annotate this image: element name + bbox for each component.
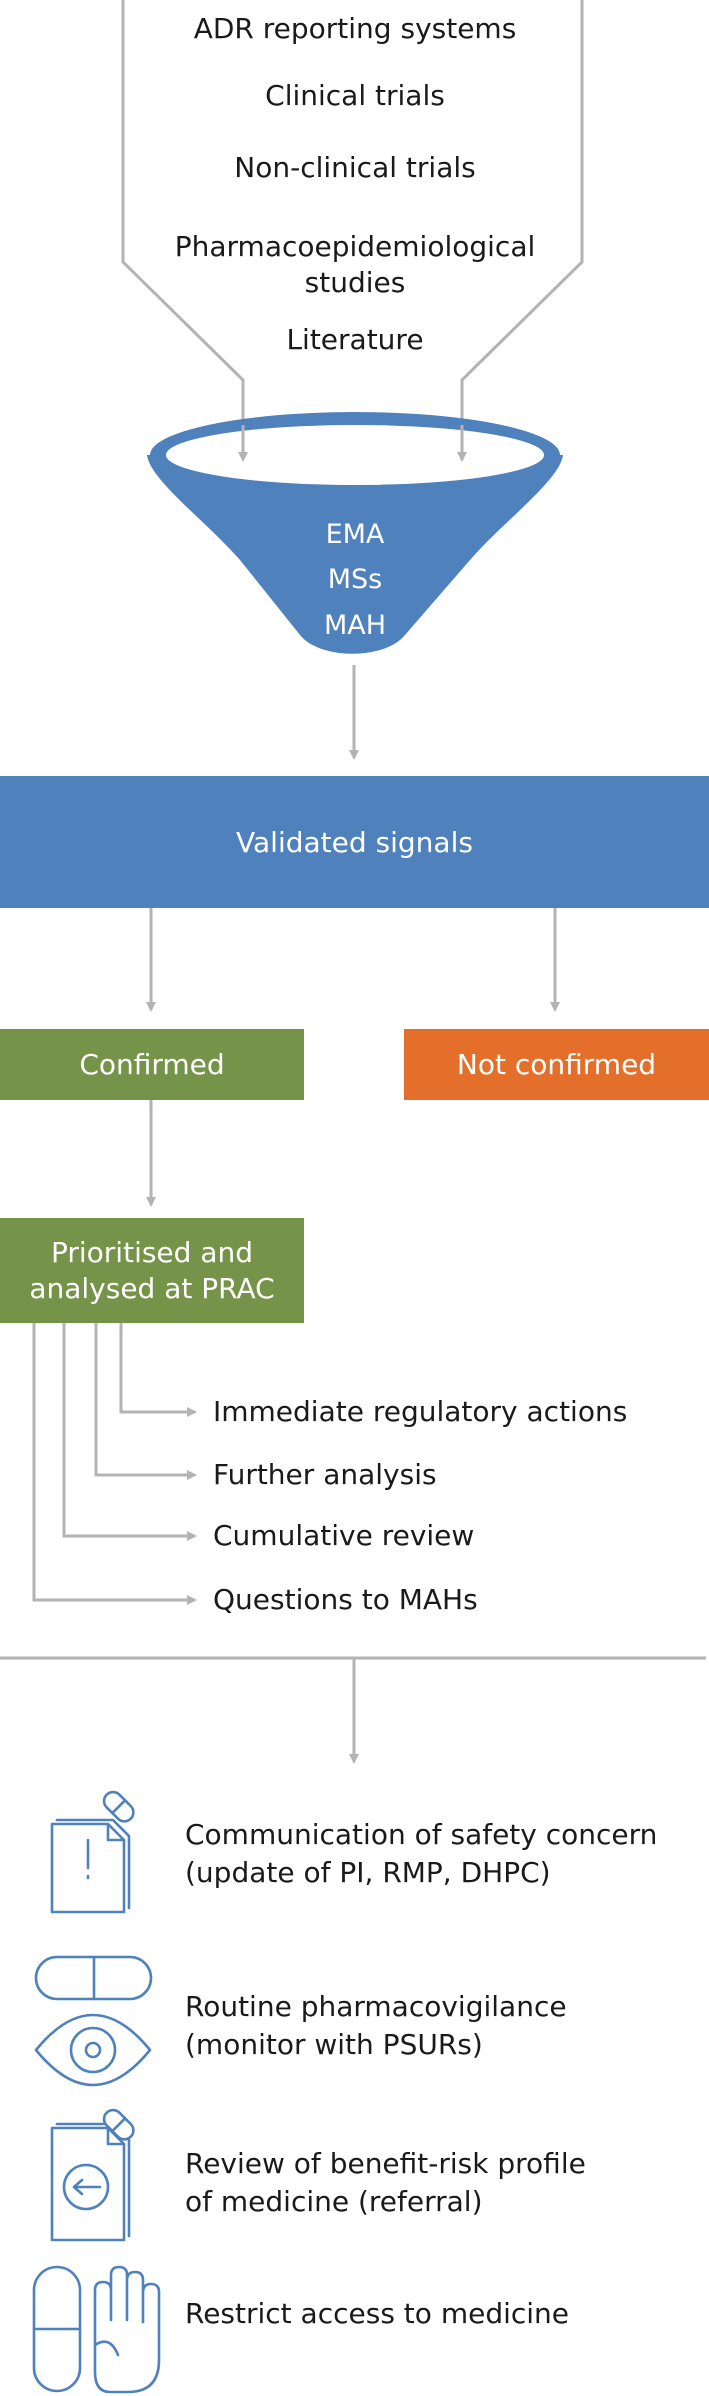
validated-signals-label: Validated signals <box>236 825 473 859</box>
document-referral-pill-icon <box>50 2108 135 2242</box>
source-non-clinical-trials: Non-clinical trials <box>234 151 476 184</box>
prac-label-line1: Prioritised and <box>50 1235 254 1269</box>
source-clinical-trials: Clinical trials <box>265 79 445 112</box>
confirmed-box: Confirmed <box>0 1029 304 1100</box>
funnel-label-ema: EMA <box>325 519 385 550</box>
outcome-routine-pv-line2: (monitor with PSURs) <box>185 2028 483 2061</box>
branch-immediate <box>119 1323 197 1417</box>
action-further-analysis: Further analysis <box>213 1458 437 1491</box>
source-pharmacoepi-line2: studies <box>304 266 406 299</box>
action-cumulative-review: Cumulative review <box>213 1519 475 1552</box>
confirmed-label: Confirmed <box>79 1048 225 1081</box>
prac-label-line2: analysed at PRAC <box>29 1271 275 1305</box>
prac-box: Prioritised and analysed at PRAC <box>0 1218 304 1323</box>
validated-signals-box: Validated signals <box>0 776 709 908</box>
source-adr-reporting: ADR reporting systems <box>193 12 517 45</box>
source-pharmacoepi-line1: Pharmacoepidemiological <box>174 230 536 263</box>
action-immediate-regulatory: Immediate regulatory actions <box>213 1395 628 1428</box>
branch-questions <box>32 1323 197 1605</box>
document-alert-pill-icon <box>50 1790 135 1914</box>
funnel-label-mah: MAH <box>323 610 387 641</box>
funnel-opening <box>166 425 544 485</box>
branch-cumulative <box>62 1323 197 1541</box>
outcome-communication: Communication of safety concern (update … <box>185 1816 657 1892</box>
outcome-communication-line1: Communication of safety concern <box>185 1818 658 1851</box>
branch-further <box>94 1323 197 1480</box>
eye-pill-icon <box>34 1955 153 2087</box>
outcome-routine-pv: Routine pharmacovigilance (monitor with … <box>185 1988 567 2064</box>
outcome-review-line2: of medicine (referral) <box>185 2185 483 2218</box>
outcome-communication-line2: (update of PI, RMP, DHPC) <box>185 1856 551 1889</box>
outcome-restrict-access: Restrict access to medicine <box>185 2295 569 2333</box>
hand-stop-pill-icon <box>32 2265 161 2394</box>
not-confirmed-box: Not confirmed <box>404 1029 709 1100</box>
action-questions-to-mahs: Questions to MAHs <box>213 1583 478 1616</box>
not-confirmed-label: Not confirmed <box>456 1048 657 1081</box>
source-literature: Literature <box>286 323 424 356</box>
outcome-review-line1: Review of benefit-risk profile <box>185 2147 586 2180</box>
funnel-label-mss: MSs <box>327 564 383 595</box>
outcome-review-benefit-risk: Review of benefit-risk profile of medici… <box>185 2145 586 2221</box>
funnel-body <box>147 455 563 654</box>
outcome-routine-pv-line1: Routine pharmacovigilance <box>185 1990 567 2023</box>
outcome-restrict-line1: Restrict access to medicine <box>185 2297 570 2330</box>
